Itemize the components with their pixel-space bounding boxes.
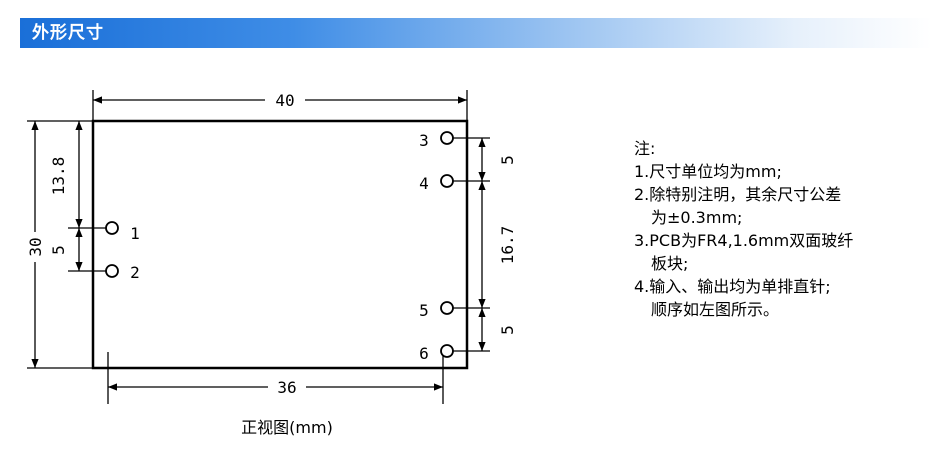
note-line-3: 3.PCB为FR4,1.6mm双面玻纤: [634, 231, 854, 250]
section-header-bar: 外形尺寸: [20, 18, 932, 48]
dim-pin-3-4-label: 5: [498, 155, 517, 165]
pin-label-5: 5: [419, 301, 429, 320]
notes-block: 注: 1.尺寸单位均为mm; 2.除特别注明，其余尺寸公差 为±0.3mm; 3…: [634, 137, 934, 321]
pin-label-6: 6: [419, 344, 429, 363]
note-line-1: 1.尺寸单位均为mm;: [634, 162, 782, 181]
note-line-4-cont: 顺序如左图所示。: [651, 300, 780, 319]
notes-heading: 注:: [634, 139, 656, 158]
pin-1: [105, 221, 119, 235]
dim-width-label: 40: [275, 91, 294, 110]
pins: [105, 131, 454, 358]
dim-pin-5-6-label: 5: [498, 325, 517, 335]
section-title: 外形尺寸: [32, 23, 104, 43]
pin-4: [440, 174, 454, 188]
pin-6: [440, 344, 454, 358]
note-line-4: 4.输入、输出均为单排直针;: [634, 277, 831, 296]
dim-pin-4-5-label: 16.7: [498, 226, 517, 265]
dim-top-left-label: 13.8: [49, 157, 68, 196]
pin-2: [105, 264, 119, 278]
pin-label-4: 4: [419, 174, 429, 193]
pin-label-1: 1: [130, 224, 140, 243]
dim-pin-1-2-label: 5: [49, 245, 68, 255]
extension-lines: [27, 90, 490, 404]
pin-3: [440, 131, 454, 145]
dim-bottom-label: 36: [277, 378, 296, 397]
note-line-2-cont: 为±0.3mm;: [651, 208, 743, 227]
dim-height-label: 30: [26, 237, 45, 256]
dimension-lines: [31, 96, 486, 391]
note-line-2: 2.除特别注明，其余尺寸公差: [634, 185, 842, 204]
pin-5: [440, 301, 454, 315]
pin-label-3: 3: [419, 131, 429, 150]
note-line-3-cont: 板块;: [651, 254, 689, 273]
module-outline: [91, 119, 469, 370]
pin-label-2: 2: [130, 263, 140, 282]
drawing-caption: 正视图(mm): [241, 418, 333, 437]
